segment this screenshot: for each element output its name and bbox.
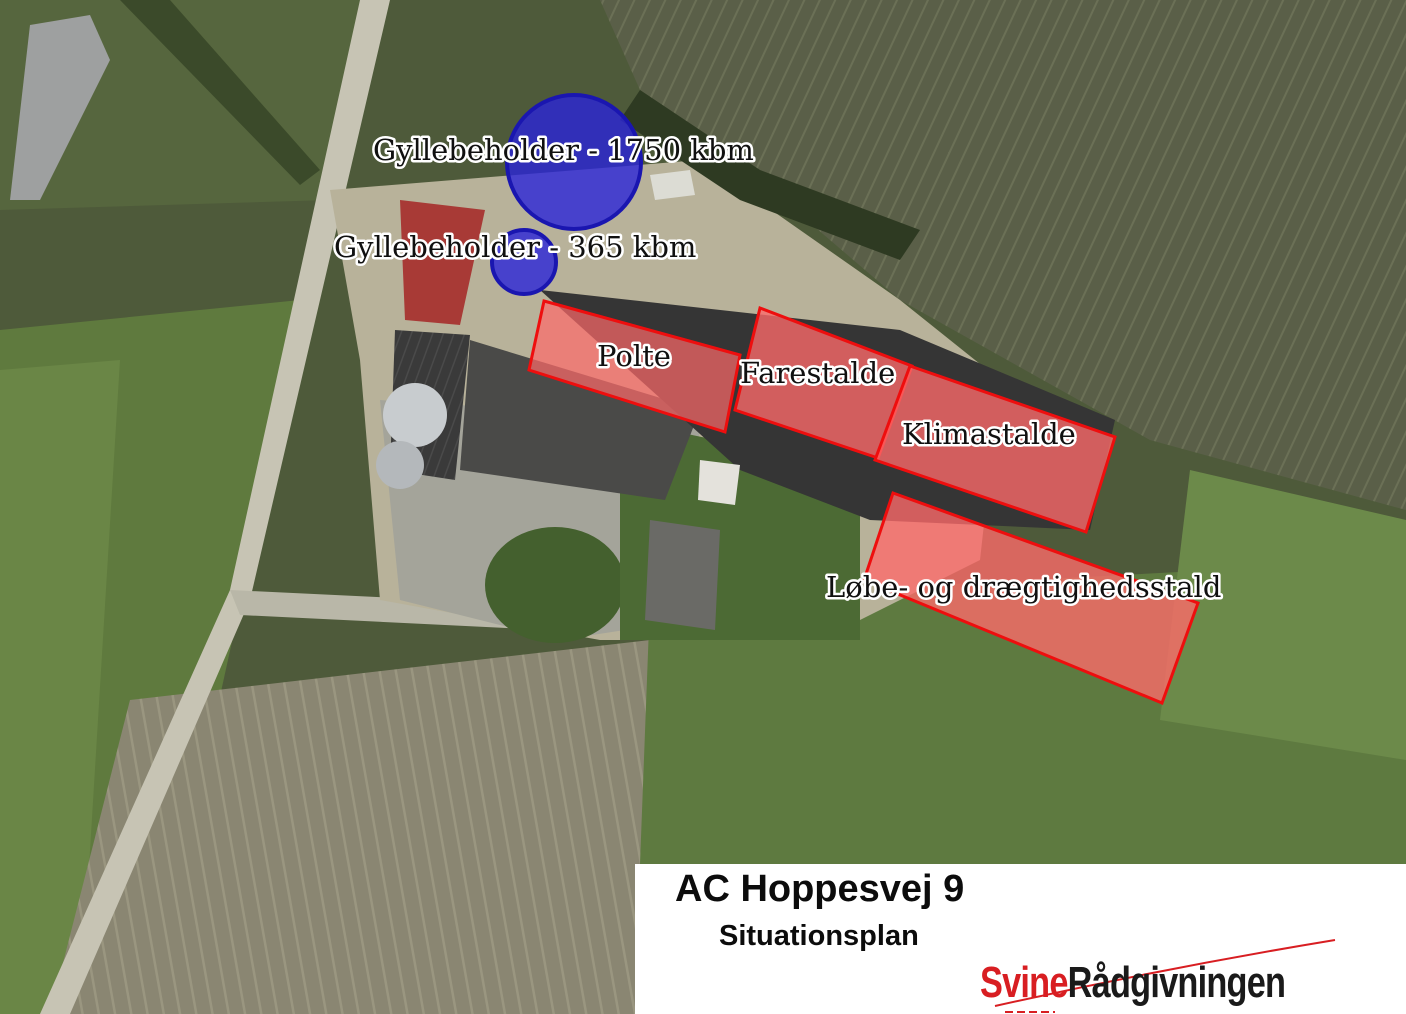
- building-klimastalde: [873, 364, 1117, 534]
- plan-subtitle: Situationsplan: [719, 920, 919, 952]
- logo-part-1: Svine: [980, 958, 1068, 1007]
- field-east: [1160, 470, 1406, 760]
- stable-roof: [460, 340, 700, 500]
- barn-northwest: [10, 15, 110, 200]
- ploughed-field-ne: [600, 0, 1406, 510]
- ploughed-field-south: [50, 640, 650, 1014]
- tree-row-nw: [120, 0, 320, 185]
- slurry-tank-1750: [505, 93, 643, 231]
- title-block: AC Hoppesvej 9 Situationsplan SvineRådgi…: [635, 864, 1406, 1014]
- logo-swoosh-icon: [994, 939, 1336, 1013]
- building-polte: [527, 299, 742, 434]
- road: [40, 0, 390, 1014]
- building-label-loebe-og-draegtighedsstald: Løbe- og drægtighedsstald: [826, 570, 1221, 604]
- building-label-farestalde: Farestalde: [740, 356, 895, 390]
- slurry-tank-365: [490, 228, 558, 296]
- small-shed: [650, 170, 695, 200]
- farmhouse: [645, 520, 720, 630]
- logo-part-2: Rådgivningen: [1067, 958, 1286, 1007]
- building-label-polte: Polte: [597, 339, 671, 373]
- white-shed: [698, 460, 740, 505]
- building-label-klimastalde: Klimastalde: [902, 417, 1076, 451]
- silo-2: [376, 441, 424, 489]
- tank-label-1750: Gyllebeholder - 1750 kbm: [373, 133, 754, 167]
- svineraadgivningen-logo: SvineRådgivningen: [980, 958, 1286, 1008]
- tree-row-north: [620, 90, 920, 260]
- red-roof-building: [400, 200, 485, 325]
- tank-label-365: Gyllebeholder - 365 kbm: [334, 230, 696, 264]
- field-west-strip: [0, 360, 120, 1014]
- silo-1: [383, 383, 447, 447]
- plan-title: AC Hoppesvej 9: [675, 868, 965, 910]
- building-loebe-og-draegtighedsstald: [862, 491, 1200, 705]
- yard-lawn: [485, 527, 625, 643]
